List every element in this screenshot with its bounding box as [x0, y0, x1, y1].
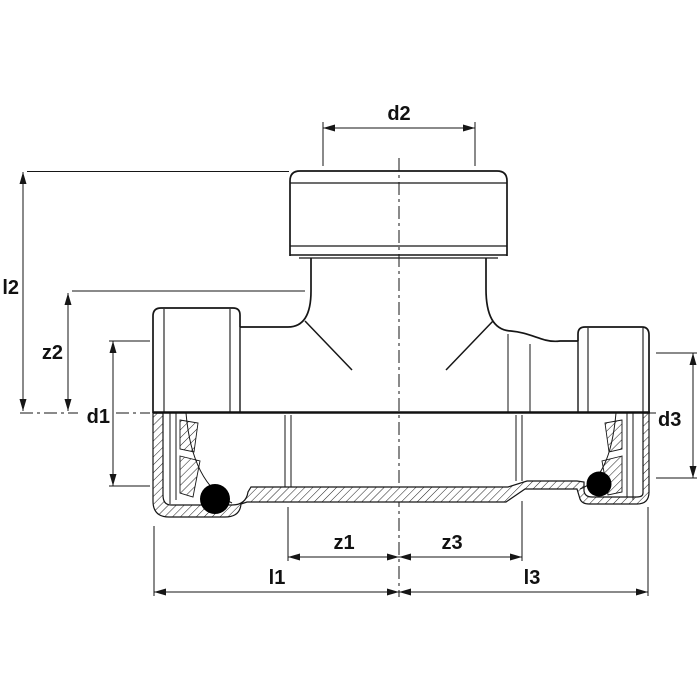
dim-label-l1: l1 — [269, 567, 286, 589]
neck-right-fillet — [485, 258, 578, 343]
right-reduction-edges — [507, 334, 531, 412]
left-socket-face-lines — [163, 309, 231, 413]
d2-arrow-right — [463, 124, 475, 132]
dim-label-l3: l3 — [524, 567, 541, 589]
tube-stop-ridges — [284, 415, 523, 487]
l1-arrow-left — [154, 588, 166, 596]
right-socket-shell — [577, 326, 650, 413]
top-cap-inner-lines — [290, 182, 507, 247]
z3-arrow-left — [399, 553, 411, 561]
l3-arrow-right — [636, 588, 648, 596]
d2-extension-lines — [322, 122, 476, 166]
fitting-outline — [152, 170, 650, 413]
d1-extension-lines — [109, 340, 150, 487]
l3-arrow-left — [399, 588, 411, 596]
dimensions — [19, 122, 697, 596]
dimension-labels: d2 l2 z2 d1 d3 z1 z3 l1 l3 — [2, 103, 681, 589]
z1-arrow-right — [387, 553, 399, 561]
dim-label-d1: d1 — [87, 406, 110, 428]
dim-label-z3: z3 — [441, 532, 462, 554]
o-ring-right — [586, 471, 612, 497]
z2-arrow-bottom — [64, 399, 72, 411]
dim-label-z2: z2 — [42, 342, 63, 364]
d2-arrow-left — [323, 124, 335, 132]
o-ring-left — [200, 484, 230, 514]
l1-arrow-right — [387, 588, 399, 596]
bore-chamfer-right — [445, 320, 494, 371]
d3-arrow-top — [689, 353, 697, 365]
top-cap-outline — [289, 170, 508, 256]
right-grip-ring-segment — [604, 419, 623, 453]
centerlines — [20, 158, 656, 597]
right-release-ring-curve — [579, 412, 617, 490]
dim-label-d2: d2 — [387, 103, 410, 125]
section-wall-hatched — [152, 412, 650, 518]
left-socket-shell — [152, 307, 241, 413]
d1-arrow-top — [109, 341, 117, 353]
z3-arrow-right — [510, 553, 522, 561]
l2-arrow-bottom — [19, 399, 27, 411]
d1-arrow-bottom — [109, 474, 117, 486]
dim-label-d3: d3 — [658, 409, 681, 431]
left-tube-stop — [284, 415, 292, 487]
d3-arrow-bottom — [689, 466, 697, 478]
dim-label-l2: l2 — [2, 277, 19, 299]
left-grip-ring-segment-2 — [179, 455, 201, 498]
bore-chamfer-left — [304, 320, 353, 371]
dim-label-z1: z1 — [333, 532, 354, 554]
right-socket-face-lines — [587, 328, 644, 413]
d3-extension-lines — [656, 352, 697, 479]
neck-left-fillet — [240, 258, 312, 328]
right-socket-internals — [579, 412, 634, 500]
z2-arrow-top — [64, 293, 72, 305]
right-tube-stop — [515, 415, 523, 481]
z1-arrow-left — [288, 553, 300, 561]
l2-arrow-top — [19, 172, 27, 184]
